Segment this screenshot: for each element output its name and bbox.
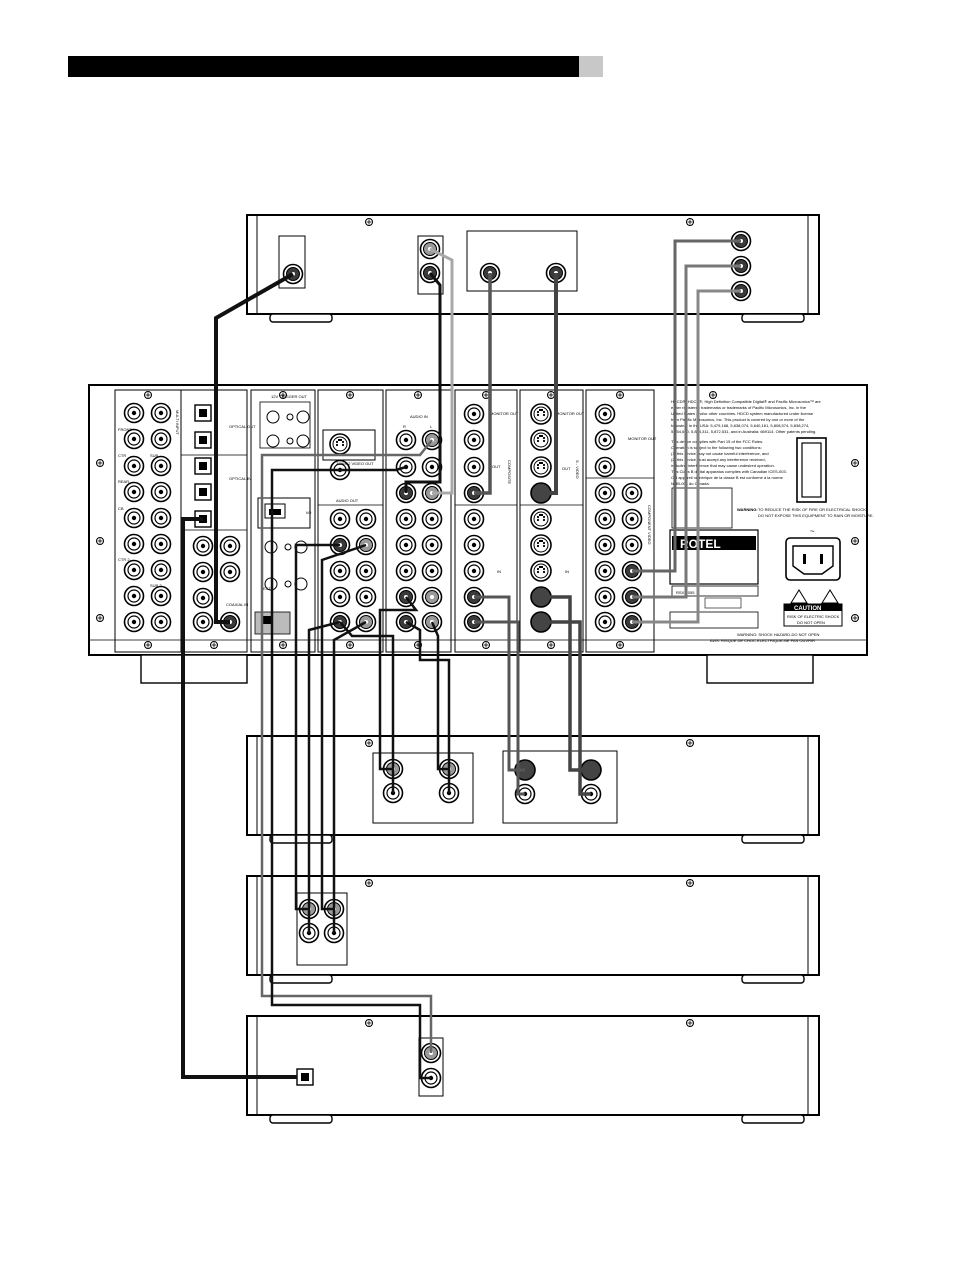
cable-component-cr xyxy=(632,289,741,624)
cable-coaxial xyxy=(214,272,294,624)
dolby-notice xyxy=(669,611,759,629)
cable-vcr-audio-4 xyxy=(405,620,451,793)
legal-text-block: HDCD®, HDCD®, High Definition Compatible… xyxy=(671,399,822,486)
cable-bottom-audio-l xyxy=(270,465,431,1080)
label-rear: REAR xyxy=(118,479,129,484)
svg-text:following: In the USA: 5,479,1: following: In the USA: 5,479,168, 5,638,… xyxy=(671,423,809,428)
bottom-chassis xyxy=(246,1015,820,1124)
label-in-svideo: IN xyxy=(565,569,569,574)
label-r: R xyxy=(403,424,406,429)
svg-text:Operation is subject to the fo: Operation is subject to the following tw… xyxy=(671,445,762,450)
label-s-video: S - VIDEO xyxy=(575,460,580,479)
cable-top-composite xyxy=(474,273,492,495)
label-monitor-out-svideo: MONITOR OUT xyxy=(556,411,585,416)
label-optical-in: OPTICAL IN xyxy=(229,476,251,481)
label-optical-out: OPTICAL OUT xyxy=(229,424,256,429)
svg-text:(1) this device may not cause: (1) this device may not cause harmful in… xyxy=(671,451,769,456)
svg-text:This Class B digital apparatus: This Class B digital apparatus complies … xyxy=(671,469,787,474)
warning-text: TO REDUCE THE RISK OF FIRE OR ELECTRICAL… xyxy=(758,507,867,512)
label-out-composite: OUT xyxy=(492,464,501,469)
label-audio-out: AUDIO OUT xyxy=(336,498,359,503)
svg-text:(2) this device must accept an: (2) this device must accept any interfer… xyxy=(671,457,766,462)
label-zone2-video-out: ZONE 2 VIDEO OUT xyxy=(336,461,374,466)
shock-warning1: WARNING: SHOCK HAZARD-DO NOT OPEN xyxy=(737,632,820,637)
label-composite: COMPOSITE xyxy=(507,460,512,484)
svg-text:NMB-003 du Canada.: NMB-003 du Canada. xyxy=(671,481,710,486)
cable-cd-audio-4 xyxy=(332,620,367,933)
label-sub2: SUB 2 xyxy=(150,583,162,588)
dolby-label xyxy=(671,487,733,529)
label-front: FRONT xyxy=(118,427,132,432)
caution-sticker xyxy=(783,589,843,627)
label-audio-in: AUDIO IN xyxy=(410,414,428,419)
label-sub: SUB xyxy=(150,453,159,458)
svg-text:This device complies with Part: This device complies with Part 15 of the… xyxy=(671,439,763,444)
header-bar xyxy=(68,56,579,77)
label-cb: CB xyxy=(118,506,124,511)
cable-vcr-audio-1 xyxy=(378,596,419,771)
model-plate xyxy=(671,585,759,597)
warning-label: WARNING: xyxy=(737,507,758,512)
cable-cd-audio-1 xyxy=(294,543,340,911)
svg-text:Cet appareil numérique de la c: Cet appareil numérique de la classe B es… xyxy=(671,475,784,480)
cable-optical xyxy=(181,517,297,1079)
label-ctr2: CTR 2 xyxy=(118,557,130,562)
label-in-composite: IN xyxy=(497,569,501,574)
cable-top-svideo xyxy=(541,273,558,495)
cable-top-audio-l xyxy=(404,272,442,493)
cable-vcr-audio-3 xyxy=(430,621,449,771)
cable-component-cb xyxy=(632,264,741,599)
label-out-svideo: OUT xyxy=(562,466,571,471)
svg-text:from Pacific Microsonics, Inc.: from Pacific Microsonics, Inc. This prod… xyxy=(671,417,805,422)
label-trigger-out: 12V TRIGGER OUT xyxy=(271,394,307,399)
warning-text2: DO NOT EXPOSE THIS EQUIPMENT TO RAIN OR … xyxy=(758,513,874,518)
label-ext: EXT xyxy=(263,586,271,591)
label-ctr: CTR xyxy=(118,453,126,458)
cable-top-audio-r xyxy=(429,247,454,495)
label-component-video: COMPONENT VIDEO xyxy=(647,505,652,545)
brand-logo: ROTEL xyxy=(680,537,721,551)
label-multi-input: MULTI INPUT xyxy=(175,410,180,435)
header-tab xyxy=(579,56,603,77)
ac-symbol: ~ xyxy=(810,527,815,536)
cable-cd-audio-3 xyxy=(307,620,341,933)
cables xyxy=(181,239,741,1080)
cable-bottom-audio-r xyxy=(260,439,433,1053)
cable-vcr-video-composite-in xyxy=(474,620,525,796)
svg-text:5,854,600, 5,864,311, 5,872,53: 5,854,600, 5,864,311, 5,872,531, and in … xyxy=(671,429,816,434)
svg-text:HDCD®, HDCD®, High Definition: HDCD®, HDCD®, High Definition Compatible… xyxy=(671,399,822,404)
cable-vcr-audio-2 xyxy=(339,621,395,793)
label-monitor-out-component: MONITOR OUT xyxy=(628,436,657,441)
cable-vcr-svideo-in xyxy=(541,620,591,796)
label-coaxial-in: COAXIAL IN xyxy=(226,602,248,607)
cable-cd-audio-2 xyxy=(320,543,367,911)
svg-text:including interference that ma: including interference that may cause un… xyxy=(671,463,775,468)
svg-text:either registered trademarks o: either registered trademarks or trademar… xyxy=(671,405,807,410)
cable-component-y xyxy=(632,239,741,573)
caution-title: CAUTION xyxy=(794,606,821,612)
label-l: L xyxy=(430,424,433,429)
svg-text:United States and/or other cou: United States and/or other countries. HD… xyxy=(671,411,814,416)
shock-warning2: AVIS: RISQUE DE CHOC ELECTRIQUE-NE PAS O… xyxy=(710,638,815,643)
label-monitor-out-composite: MONITOR OUT xyxy=(490,411,519,416)
label-io: I/O xyxy=(306,510,311,515)
caution-line2: DO NOT OPEN xyxy=(797,620,825,625)
caution-line1: RISK OF ELECTRIC SHOCK xyxy=(787,614,840,619)
